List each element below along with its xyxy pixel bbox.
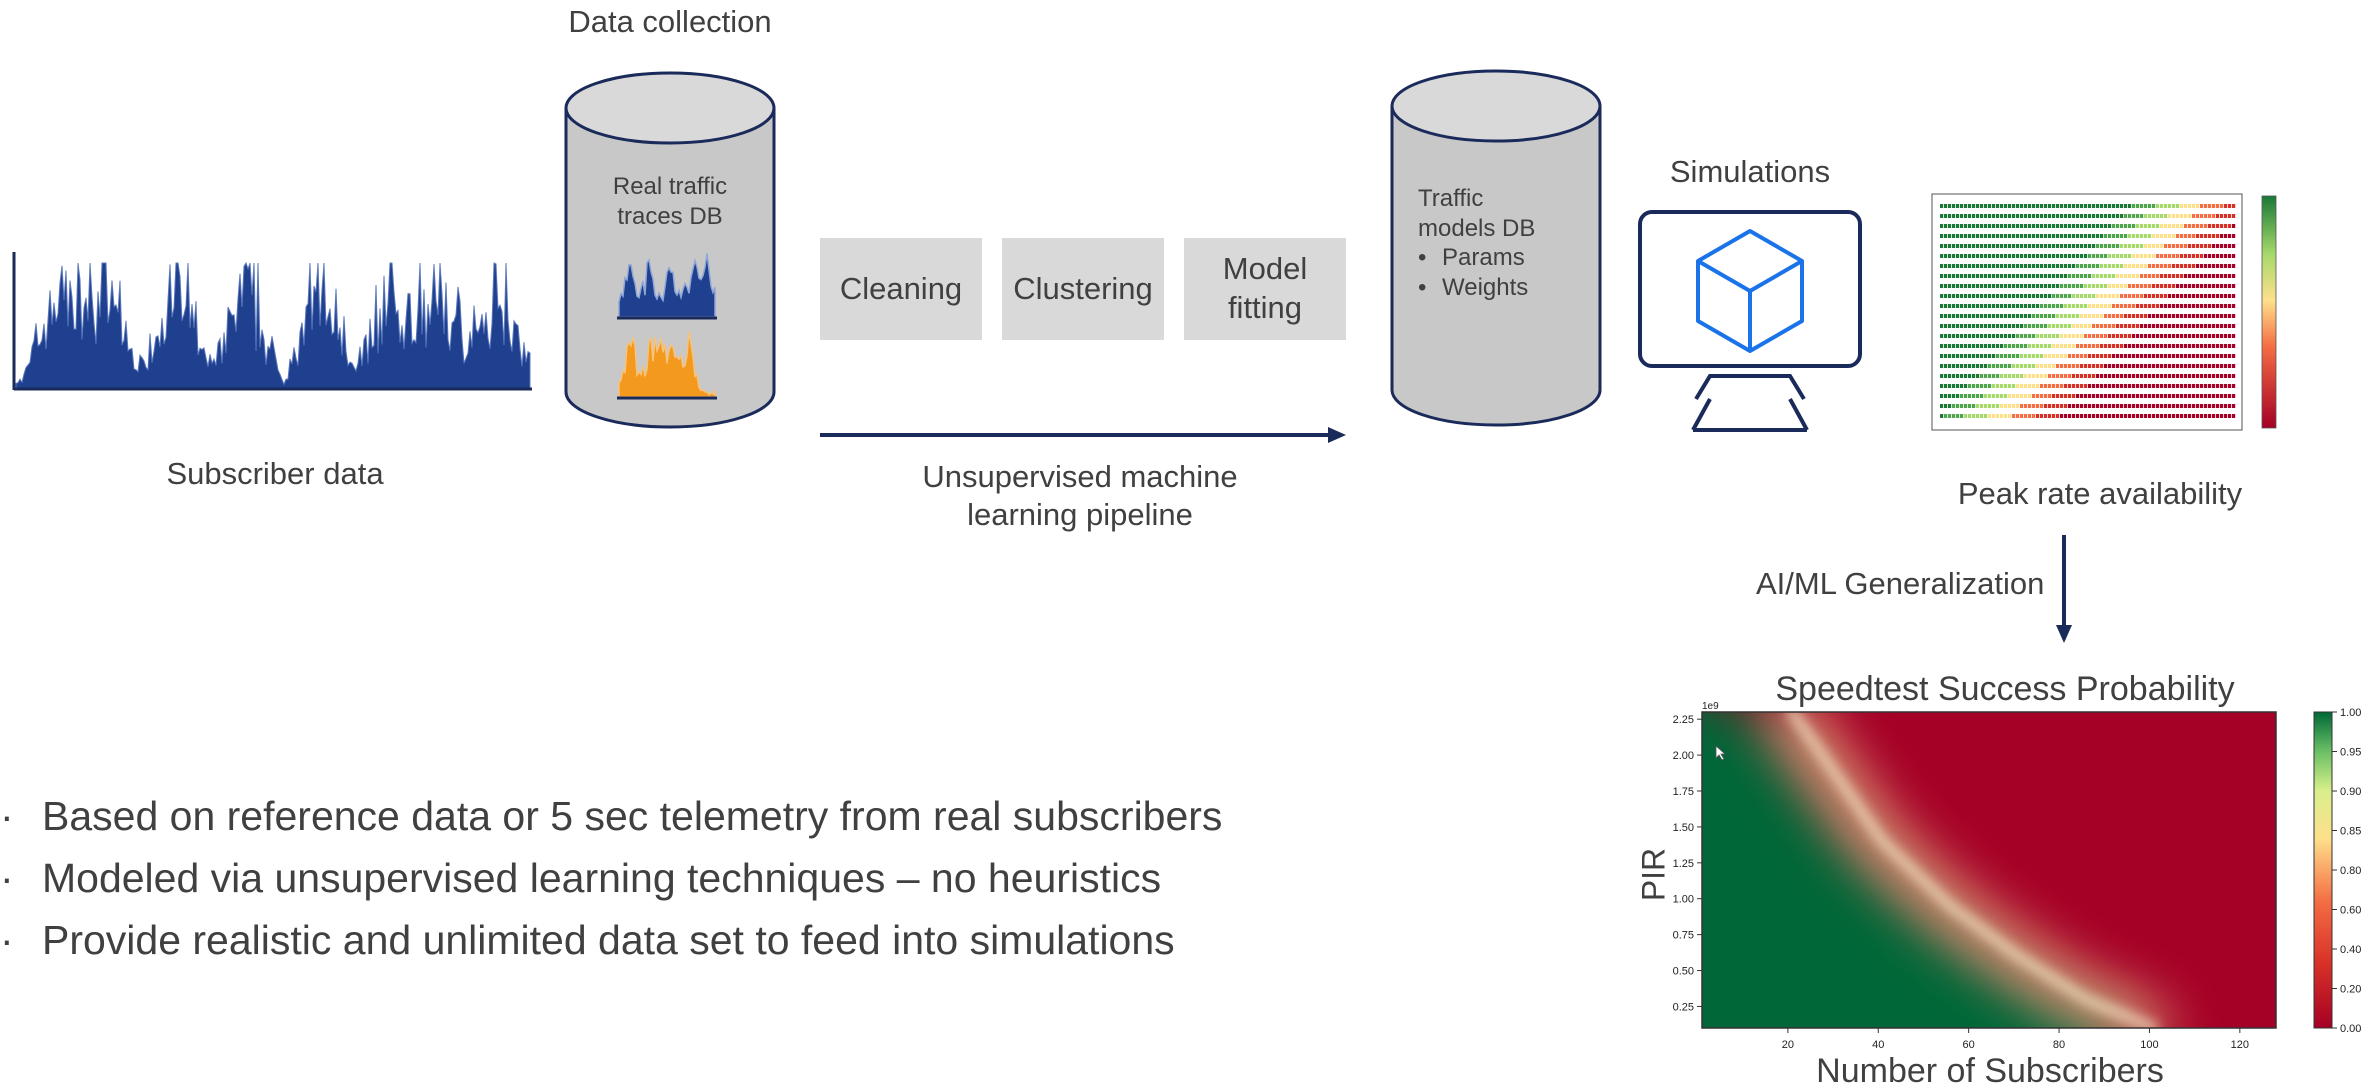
x-tick-label: 100 [2140, 1039, 2158, 1051]
x-tick-label: 40 [1872, 1039, 1884, 1051]
x-axis-label: Number of Subscribers [1816, 1052, 2164, 1090]
traffic-db-item-weights: •Weights [1418, 274, 1529, 301]
colorbar-tick-label: 0.95 [2340, 747, 2361, 759]
colorbar-tick-label: 0.40 [2340, 944, 2361, 956]
colorbar-tick-label: 0.80 [2340, 865, 2361, 877]
y-tick-label: 0.50 [1673, 966, 1694, 978]
traffic-models-db-title: Traffic models DB [1418, 185, 1536, 242]
peak-rate-label: Peak rate availability [1957, 476, 2243, 511]
data-collection-title: Data collection [568, 4, 772, 39]
y-tick-label: 2.00 [1673, 750, 1694, 762]
simulations-label: Simulations [1669, 154, 1831, 189]
cleaning-step: Cleaning [820, 238, 982, 340]
y-axis-label: PIR [1635, 847, 1672, 902]
subscriber-data-label: Subscriber data [166, 456, 384, 491]
colorbar-tick-label: 0.90 [2340, 786, 2361, 798]
clustering-step: Clustering [1002, 238, 1164, 340]
bullet-item: ·Based on reference data or 5 sec teleme… [0, 793, 1223, 839]
y-tick-label: 0.25 [1673, 1001, 1694, 1013]
colorbar-tick-label: 0.85 [2340, 826, 2361, 838]
generalization-label: AI/ML Generalization [1756, 566, 2045, 601]
y-scale-label: 1e9 [1702, 701, 1719, 712]
y-tick-label: 2.25 [1673, 714, 1694, 726]
traffic-db-item-params: •Params [1418, 244, 1525, 271]
chart-title: Speedtest Success Probability [1775, 670, 2235, 708]
pipeline-label: Unsupervised machine learning pipeline [922, 459, 1238, 532]
x-tick-label: 80 [2053, 1039, 2065, 1051]
x-tick-label: 60 [1963, 1039, 1975, 1051]
y-tick-label: 0.75 [1673, 930, 1694, 942]
model-fitting-step: Model fitting [1184, 238, 1346, 340]
y-tick-label: 1.50 [1673, 822, 1694, 834]
x-tick-label: 120 [2231, 1039, 2249, 1051]
colorbar-tick-label: 0.00 [2340, 1023, 2361, 1035]
bullet-item: ·Modeled via unsupervised learning techn… [0, 855, 1162, 901]
x-tick-label: 20 [1782, 1039, 1794, 1051]
colorbar-tick-label: 0.20 [2340, 984, 2361, 996]
mouse-pointer-icon [1715, 745, 1727, 761]
y-tick-label: 1.25 [1673, 858, 1694, 870]
y-tick-label: 1.75 [1673, 786, 1694, 798]
colorbar-tick-label: 0.60 [2340, 905, 2361, 917]
y-tick-label: 1.00 [1673, 894, 1694, 906]
real-traffic-db-label: Real traffic traces DB [612, 173, 728, 230]
bullet-list: ·Based on reference data or 5 sec teleme… [0, 785, 1222, 971]
colorbar-tick-label: 1.00 [2340, 707, 2361, 719]
bullet-item: ·Provide realistic and unlimited data se… [0, 917, 1175, 963]
